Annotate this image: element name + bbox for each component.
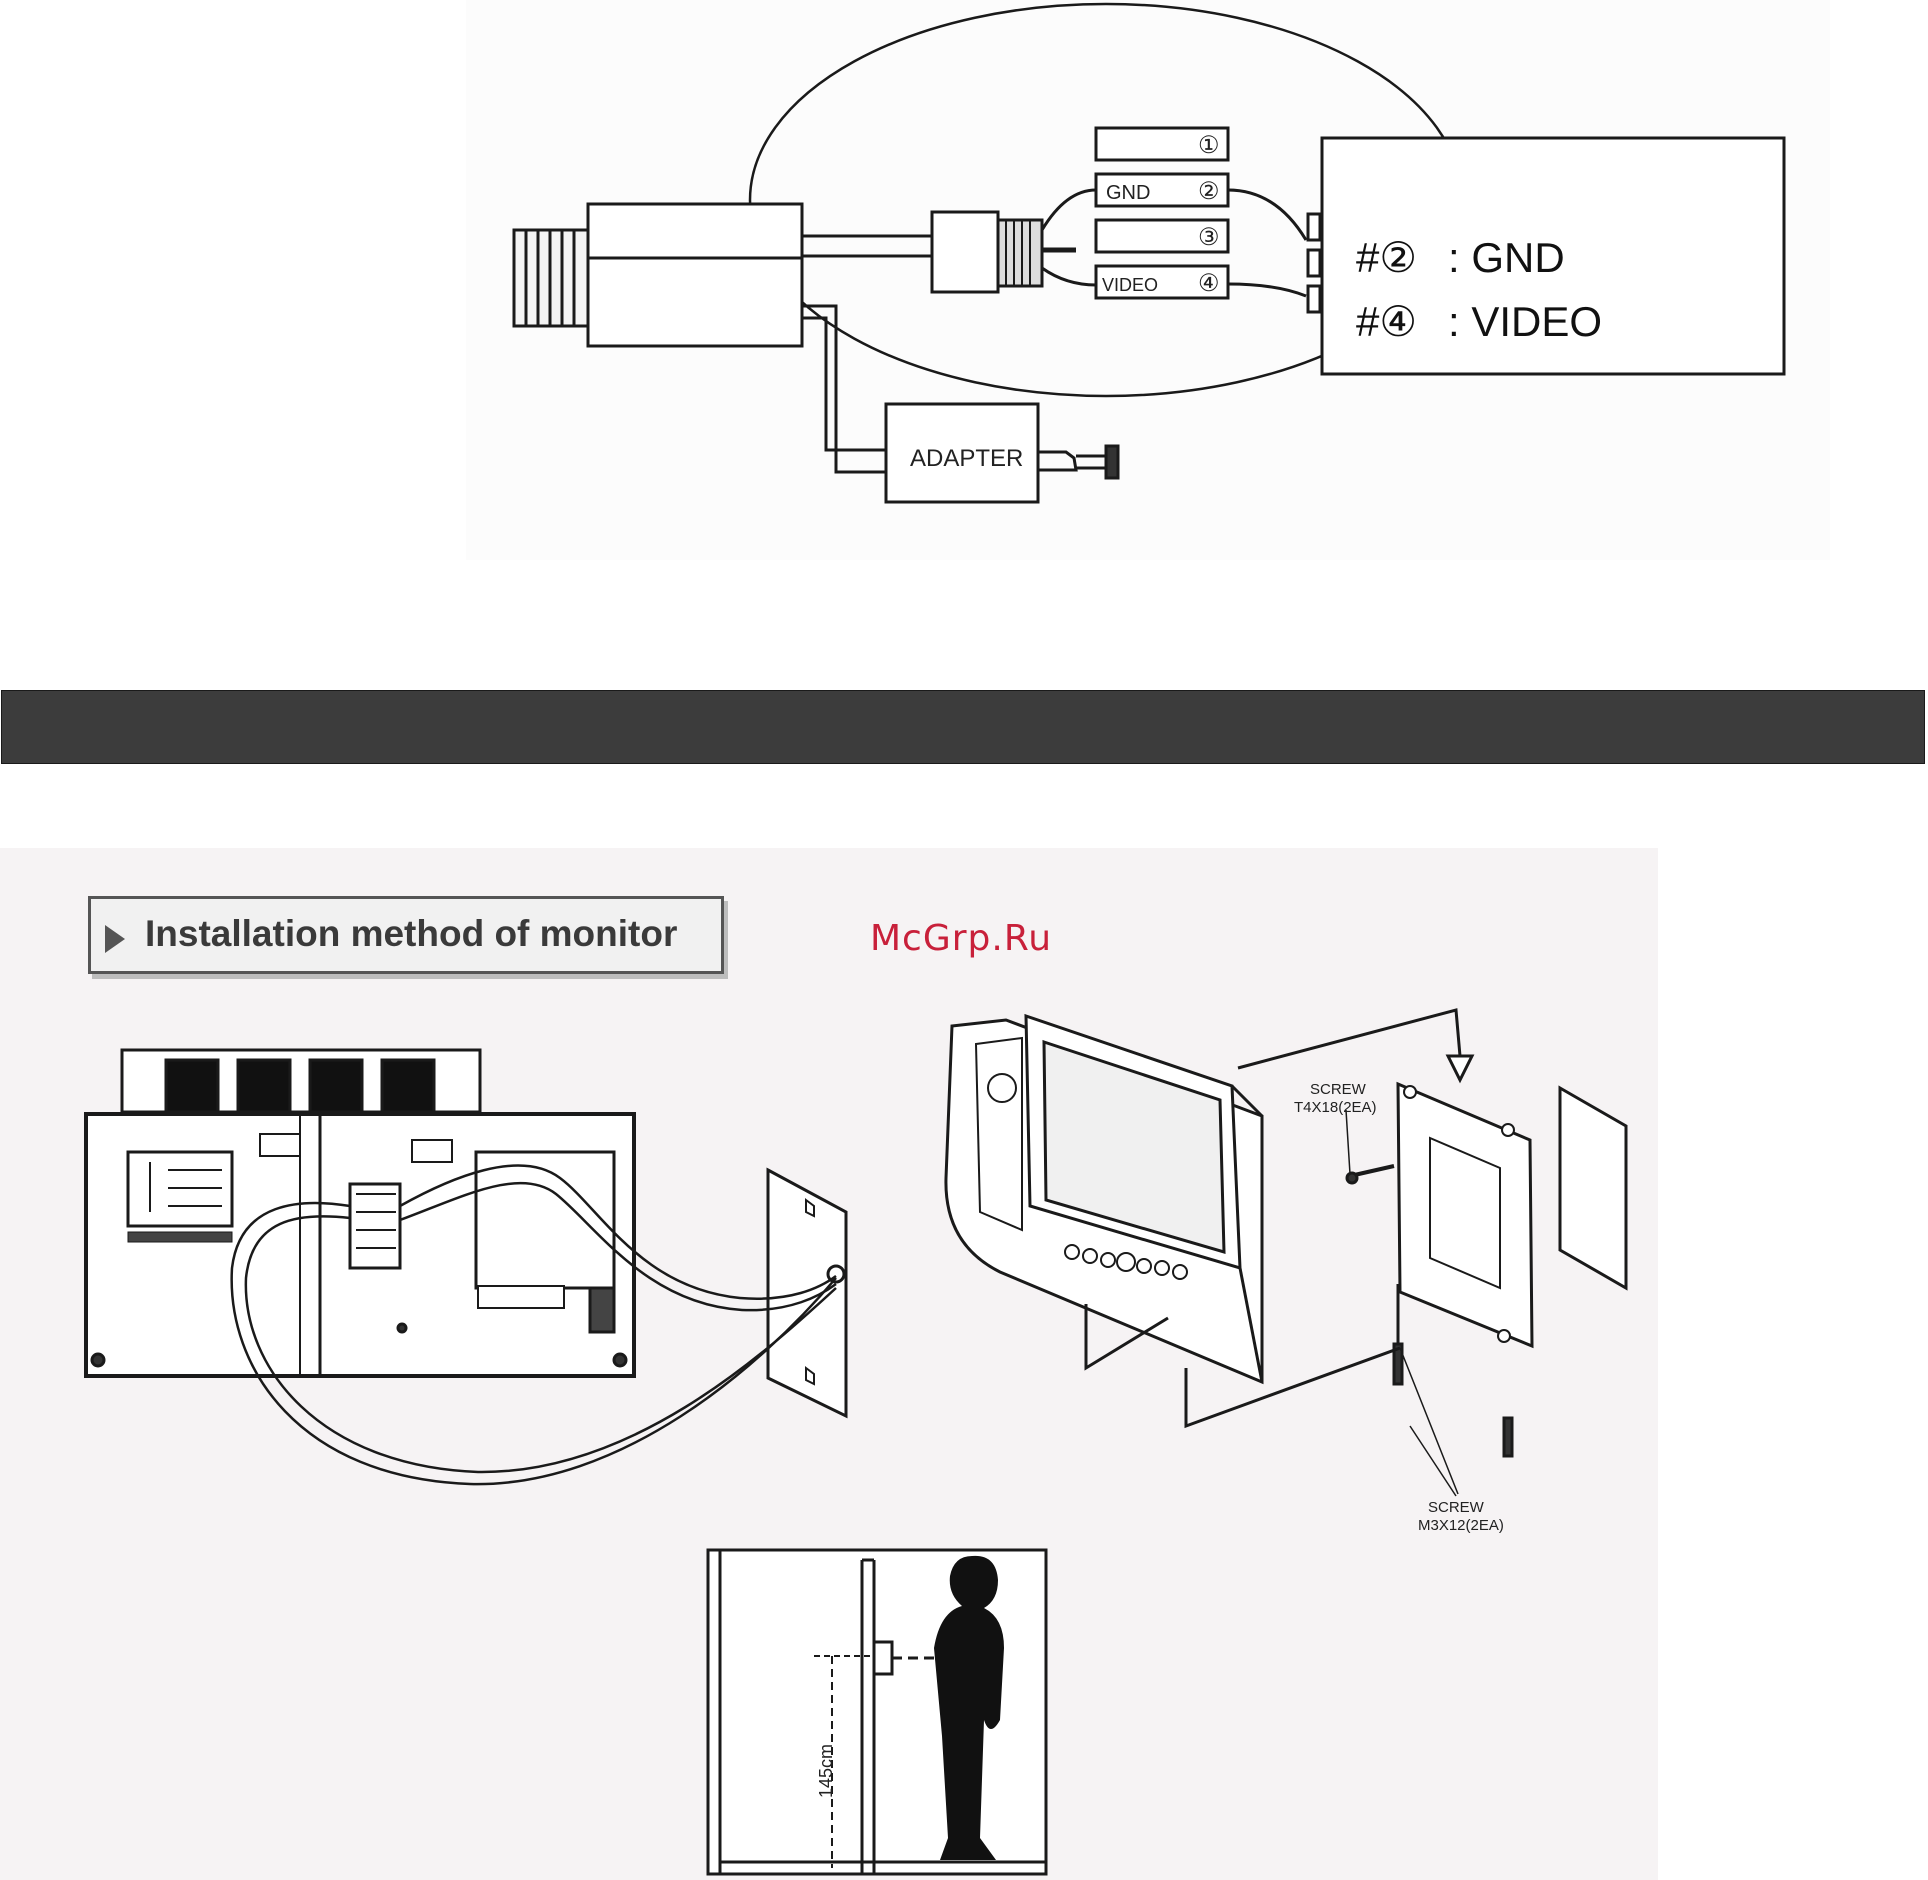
legend-signal-4: : VIDEO <box>1448 298 1602 345</box>
camera-body <box>588 204 802 346</box>
pin-1-number: ① <box>1198 132 1220 159</box>
wall-mounted-monitor <box>874 1642 892 1674</box>
monitor-speaker-grille <box>476 1152 614 1288</box>
monitor-installation-svg: SCREW T4X18(2EA) SCREW M3X12(2EA) 145cm <box>0 848 1658 1880</box>
mounting-height-label: 145cm <box>816 1744 836 1798</box>
legend-pin-2: #② <box>1356 234 1417 281</box>
pin-4-label: VIDEO <box>1102 275 1158 295</box>
legend-signal-2: : GND <box>1448 234 1565 281</box>
terminal-block <box>350 1184 400 1268</box>
screw-bottom-code: M3X12(2EA) <box>1418 1517 1504 1534</box>
rear-wall-box <box>1560 1088 1626 1288</box>
adapter-label: ADAPTER <box>910 445 1023 472</box>
camera-wiring-diagram: ① GND ② ③ VIDEO ④ #② : GND #④ : VIDEO AD… <box>466 0 1830 560</box>
legend-pin-4: #④ <box>1356 298 1417 345</box>
pin-2-label: GND <box>1106 182 1150 204</box>
screw-top-code: T4X18(2EA) <box>1294 1099 1377 1116</box>
cable-connector <box>932 212 998 292</box>
camera-wiring-svg: ① GND ② ③ VIDEO ④ #② : GND #④ : VIDEO AD… <box>466 0 1830 560</box>
wall-bracket <box>1398 1084 1532 1346</box>
section-divider-bar <box>1 690 1925 764</box>
screw-top-label: SCREW <box>1310 1081 1367 1098</box>
pin-3-number: ③ <box>1198 224 1220 251</box>
pin-2-number: ② <box>1198 178 1220 205</box>
screw-bottom-label: SCREW <box>1428 1499 1485 1516</box>
pin-4-number: ④ <box>1198 270 1220 297</box>
